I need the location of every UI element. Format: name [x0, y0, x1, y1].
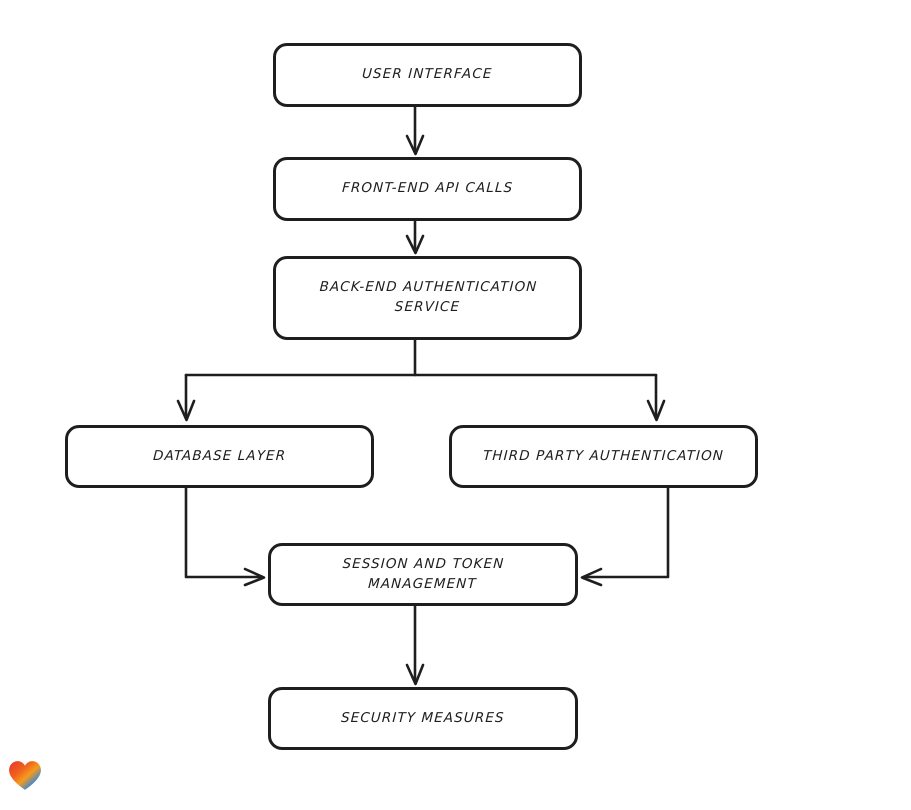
node-frontend-api-calls[interactable]: FRONT-END API CALLS — [273, 157, 582, 221]
node-label: THIRD PARTY AUTHENTICATION — [482, 447, 725, 464]
node-database-layer[interactable]: DATABASE LAYER — [65, 425, 374, 488]
node-label: SESSION AND TOKEN MANAGEMENT — [342, 555, 505, 592]
node-backend-authentication-service[interactable]: BACK-END AUTHENTICATION SERVICE — [273, 256, 582, 340]
node-security-measures[interactable]: SECURITY MEASURES — [268, 687, 578, 750]
node-label: FRONT-END API CALLS — [341, 180, 514, 197]
edge-ui-to-frontend — [405, 105, 425, 156]
node-label: SECURITY MEASURES — [340, 709, 506, 726]
node-label: BACK-END AUTHENTICATION SERVICE — [318, 279, 538, 315]
edge-frontend-to-backend — [405, 219, 425, 255]
node-third-party-authentication[interactable]: THIRD PARTY AUTHENTICATION — [449, 425, 758, 488]
node-session-and-token-management[interactable]: SESSION AND TOKEN MANAGEMENT — [268, 543, 578, 606]
edge-thirdparty-to-session — [580, 486, 670, 587]
node-user-interface[interactable]: USER INTERFACE — [273, 43, 582, 107]
edge-database-to-session — [184, 486, 266, 587]
node-label: DATABASE LAYER — [152, 447, 287, 464]
edge-backend-branch-bus — [176, 338, 666, 422]
edge-session-to-security — [405, 604, 425, 686]
node-label: USER INTERFACE — [361, 66, 494, 83]
heart-icon — [9, 761, 41, 790]
